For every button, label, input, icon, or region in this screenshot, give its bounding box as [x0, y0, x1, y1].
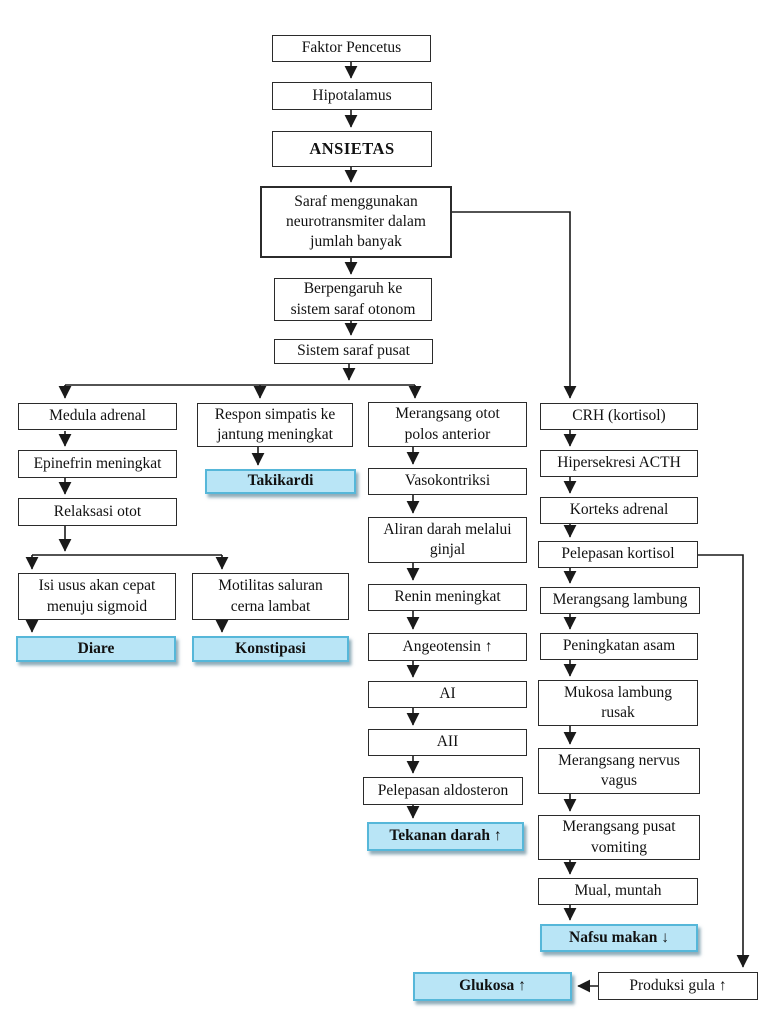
node-berpengaruh-otonom: Berpengaruh ke sistem saraf otonom	[274, 278, 432, 321]
node-renin-meningkat: Renin meningkat	[368, 584, 527, 611]
node-saraf-neurotransmiter: Saraf menggunakan neurotransmiter dalam …	[260, 186, 452, 258]
node-takikardi: Takikardi	[205, 469, 356, 494]
node-aii: AII	[368, 729, 527, 756]
node-hipersekresi-acth: Hipersekresi ACTH	[540, 450, 698, 477]
node-crh-kortisol: CRH (kortisol)	[540, 403, 698, 430]
node-mukosa-lambung-rusak: Mukosa lambung rusak	[538, 680, 698, 726]
node-diare: Diare	[16, 636, 176, 662]
node-faktor-pencetus: Faktor Pencetus	[272, 35, 431, 62]
node-mual-muntah: Mual, muntah	[538, 878, 698, 905]
node-isi-usus: Isi usus akan cepat menuju sigmoid	[18, 573, 176, 620]
node-merangsang-nervus-vagus: Merangsang nervus vagus	[538, 748, 700, 794]
node-sistem-saraf-pusat: Sistem saraf pusat	[274, 339, 433, 364]
node-ai: AI	[368, 681, 527, 708]
node-relaksasi-otot: Relaksasi otot	[18, 498, 177, 526]
node-peningkatan-asam: Peningkatan asam	[540, 633, 698, 660]
node-respon-simpatis: Respon simpatis ke jantung meningkat	[197, 403, 353, 447]
node-merangsang-pusat-vomiting: Merangsang pusat vomiting	[538, 815, 700, 860]
node-ansietas: ANSIETAS	[272, 131, 432, 167]
node-korteks-adrenal: Korteks adrenal	[540, 497, 698, 524]
node-glukosa: Glukosa ↑	[413, 972, 572, 1001]
node-angeotensin: Angeotensin ↑	[368, 633, 527, 661]
node-tekanan-darah: Tekanan darah ↑	[367, 822, 524, 851]
node-konstipasi: Konstipasi	[192, 636, 349, 662]
node-vasokontriksi: Vasokontriksi	[368, 468, 527, 495]
node-hipotalamus: Hipotalamus	[272, 82, 432, 110]
node-merangsang-otot-polos: Merangsang otot polos anterior	[368, 402, 527, 447]
node-nafsu-makan: Nafsu makan ↓	[540, 924, 698, 952]
node-pelepasan-aldosteron: Pelepasan aldosteron	[363, 777, 523, 805]
node-epinefrin-meningkat: Epinefrin meningkat	[18, 450, 177, 478]
node-motilitas: Motilitas saluran cerna lambat	[192, 573, 349, 620]
node-produksi-gula: Produksi gula ↑	[598, 972, 758, 1000]
node-merangsang-lambung: Merangsang lambung	[540, 587, 700, 614]
node-pelepasan-kortisol: Pelepasan kortisol	[538, 541, 698, 568]
node-aliran-darah-ginjal: Aliran darah melalui ginjal	[368, 517, 527, 563]
node-medula-adrenal: Medula adrenal	[18, 403, 177, 430]
